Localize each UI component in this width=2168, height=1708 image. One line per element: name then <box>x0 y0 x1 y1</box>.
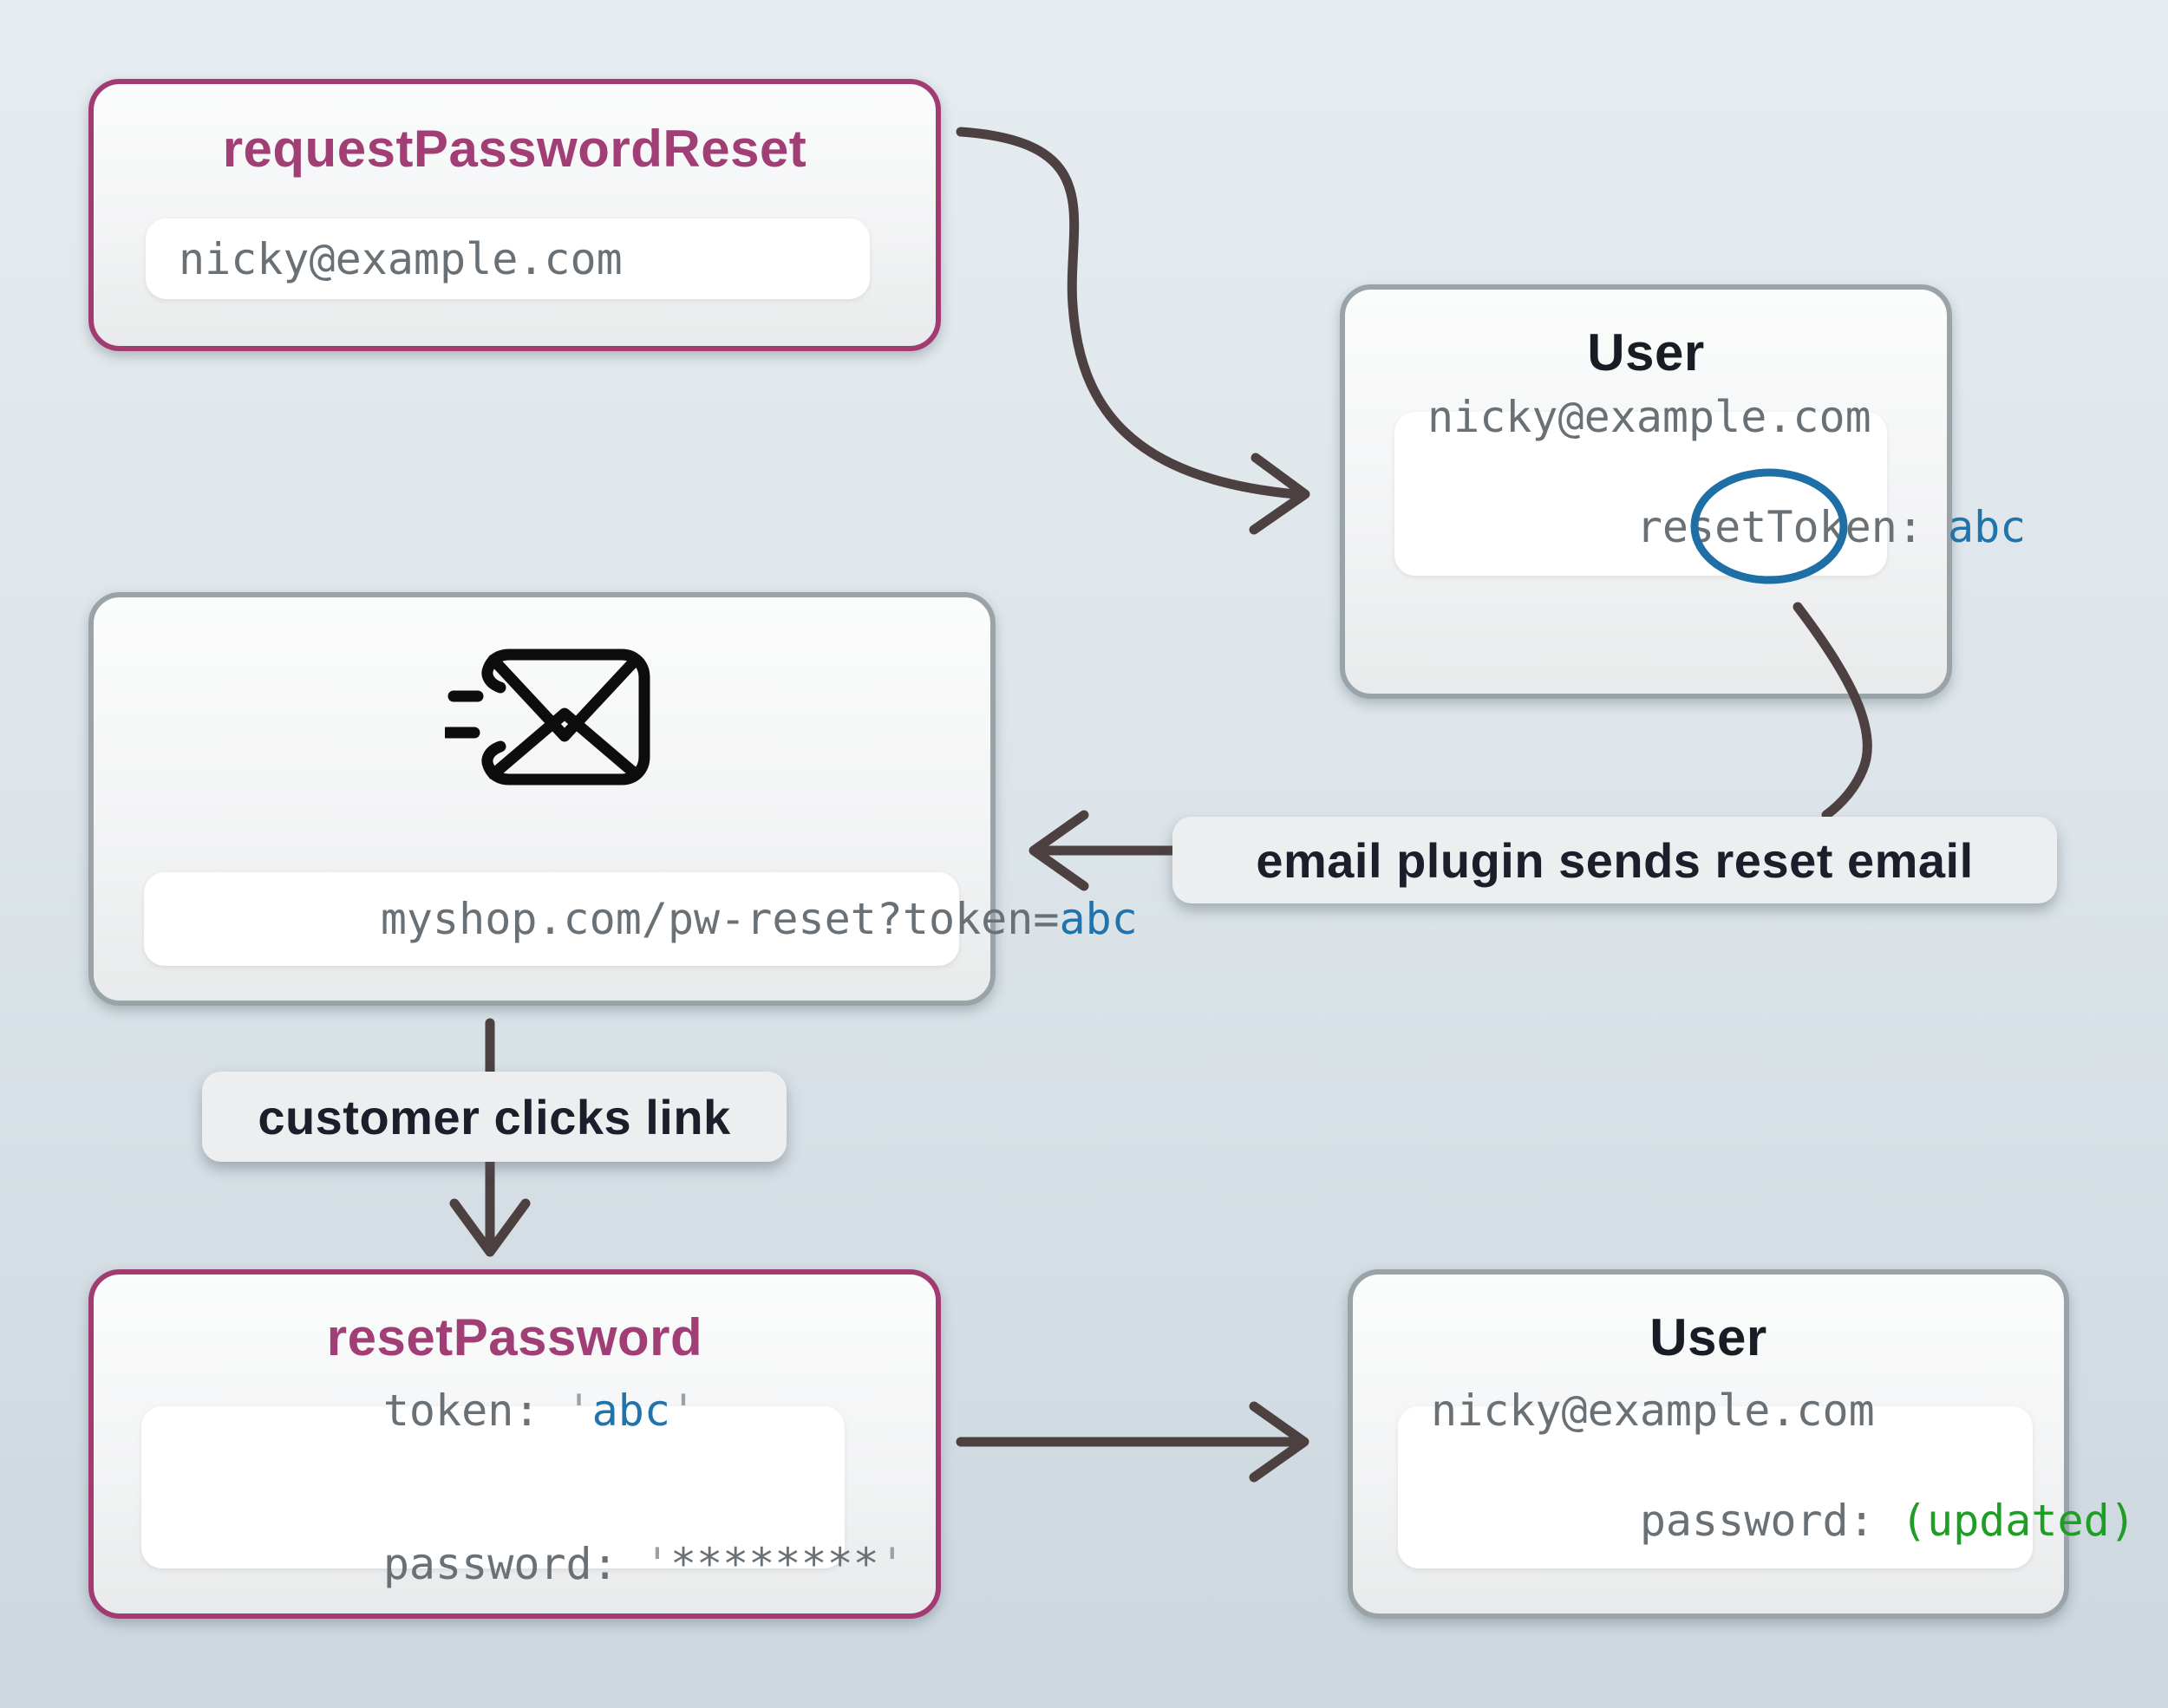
password-value: ******** <box>669 1539 879 1589</box>
reset-link-prefix: myshop.com/pw-reset?token= <box>380 894 1060 944</box>
user-box-bottom-title: User <box>1649 1308 1767 1366</box>
user-bottom-panel: nicky@example.com password: (updated) <box>1398 1389 2136 1568</box>
arrow-reset-to-user-head <box>1249 1401 1309 1483</box>
user-box-bottom: User nicky@example.com password: (update… <box>1348 1269 2136 1619</box>
reset-link-token: abc <box>1059 894 1138 944</box>
reset-link-panel: myshop.com/pw-reset?token=abc <box>144 872 1138 966</box>
reset-token-label: resetToken: <box>1636 502 1923 552</box>
user-bottom-password-value: (updated) <box>1900 1496 2136 1546</box>
user-top-email: nicky@example.com <box>1427 392 1871 442</box>
token-line: token: 'abc' <box>174 1346 845 1476</box>
token-value: abc <box>591 1385 670 1436</box>
arrow-request-to-user-head <box>1249 453 1310 535</box>
reset-password-box: resetPassword token: 'abc' password: '**… <box>88 1269 941 1619</box>
token-close-quote: ' <box>669 1385 697 1436</box>
arrow-request-to-user <box>956 127 1301 499</box>
password-close-quote: ' <box>878 1539 905 1589</box>
request-password-reset-box: requestPasswordReset nicky@example.com <box>88 79 941 351</box>
reset-token-value: abc <box>1947 502 2027 552</box>
password-open-quote: ' <box>643 1539 670 1589</box>
mail-send-icon <box>445 649 650 786</box>
user-box-top: User nicky@example.com resetToken: abc <box>1340 284 2026 699</box>
reset-link-url: myshop.com/pw-reset?token=abc <box>172 854 1138 984</box>
token-label: token: <box>382 1385 566 1436</box>
email-value: nicky@example.com <box>179 233 623 284</box>
user-top-token-line: resetToken: abc <box>1427 462 2026 592</box>
email-input-panel: nicky@example.com <box>146 218 870 299</box>
user-bottom-password-line: password: (updated) <box>1431 1456 2136 1586</box>
user-top-panel: nicky@example.com resetToken: abc <box>1394 395 2026 576</box>
password-line: password: '********' <box>174 1499 905 1629</box>
password-label: password: <box>382 1539 644 1589</box>
email-box: myshop.com/pw-reset?token=abc <box>88 592 1138 1006</box>
customer-clicks-annotation: customer clicks link <box>202 1072 787 1162</box>
request-password-reset-title: requestPasswordReset <box>222 120 807 178</box>
arrow-label-to-email-head <box>1028 810 1089 891</box>
email-plugin-annotation: email plugin sends reset email <box>1172 817 2057 903</box>
user-box-top-title: User <box>1587 323 1705 381</box>
user-bottom-password-label: password: <box>1639 1496 1901 1546</box>
arrow-email-to-reset-head <box>449 1198 531 1257</box>
user-bottom-email: nicky@example.com <box>1431 1385 1875 1436</box>
reset-password-panel: token: 'abc' password: '********' <box>141 1389 905 1586</box>
token-open-quote: ' <box>565 1385 592 1436</box>
reset-password-title: resetPassword <box>326 1308 703 1366</box>
